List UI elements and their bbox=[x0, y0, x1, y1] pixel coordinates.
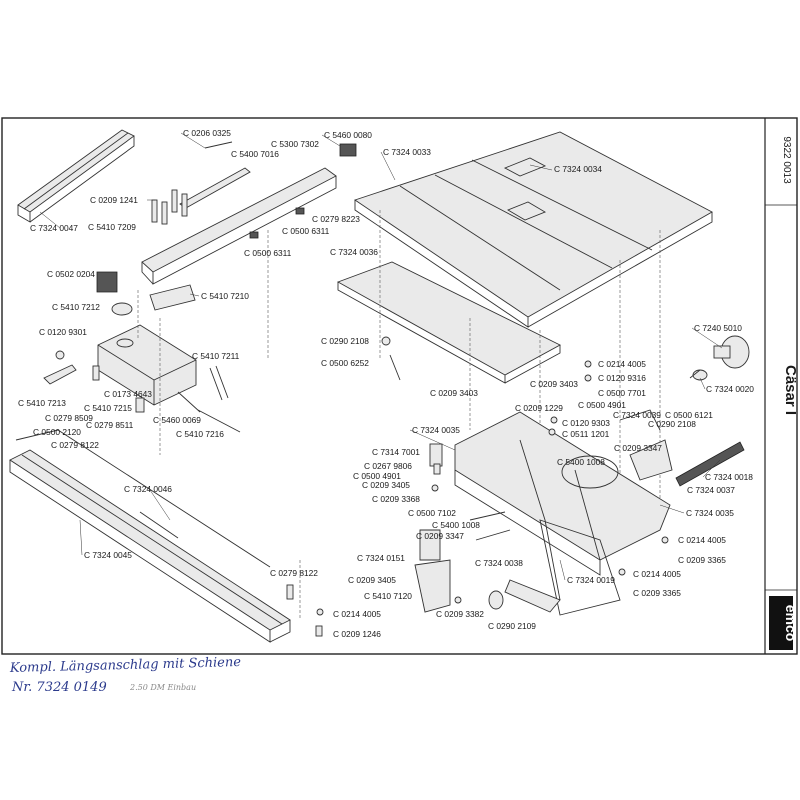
blade-carrier-assembly bbox=[414, 409, 673, 616]
brand-logo: emco bbox=[783, 605, 799, 642]
part-label: C 0500 6121 bbox=[665, 410, 713, 420]
part-label: C 5460 0069 bbox=[153, 415, 201, 425]
part-label: C 5410 7211 bbox=[192, 351, 240, 361]
part-label: C 0209 3382 bbox=[436, 609, 484, 619]
part-label: C 0209 3403 bbox=[530, 379, 578, 389]
part-label: C 7324 0045 bbox=[84, 550, 132, 560]
part-label: C 0206 0325 bbox=[183, 128, 231, 138]
part-label: C 0209 3405 bbox=[362, 480, 410, 490]
part-label: C 0120 9301 bbox=[39, 327, 87, 337]
part-label: C 0500 6252 bbox=[321, 358, 369, 368]
part-label: C 0209 3347 bbox=[416, 531, 464, 541]
part-label: C 7324 0035 bbox=[412, 425, 460, 435]
part-label: C 7240 5010 bbox=[694, 323, 742, 333]
part-label: C 0214 4005 bbox=[333, 609, 381, 619]
part-label: C 5400 1008 bbox=[557, 457, 605, 467]
part-label: C 0290 2108 bbox=[648, 419, 696, 429]
part-label: C 0214 4005 bbox=[633, 569, 681, 579]
part-label: C 7324 0036 bbox=[330, 247, 378, 257]
part-label: C 7324 0033 bbox=[383, 147, 431, 157]
part-label: C 0214 4005 bbox=[598, 359, 646, 369]
part-label: C 0502 0204 bbox=[47, 269, 95, 279]
part-label: C 5410 7215 bbox=[84, 403, 132, 413]
table-extension-plate bbox=[336, 261, 561, 384]
part-label: C 7324 0035 bbox=[686, 508, 734, 518]
guide-rail bbox=[9, 429, 291, 643]
part-label: C 0290 2109 bbox=[488, 621, 536, 631]
part-label: C 0209 3403 bbox=[430, 388, 478, 398]
part-label: C 7314 7001 bbox=[372, 447, 420, 457]
part-label: C 5410 7120 bbox=[364, 591, 412, 601]
part-label: C 0267 9806 bbox=[364, 461, 412, 471]
clamp-parts bbox=[96, 271, 196, 316]
part-label: C 5410 7216 bbox=[176, 429, 224, 439]
fence-bar bbox=[141, 143, 357, 285]
part-label: C 7324 0018 bbox=[705, 472, 753, 482]
part-label: C 0500 4901 bbox=[578, 400, 626, 410]
part-label: C 5410 7213 bbox=[18, 398, 66, 408]
part-label: C 0279 8122 bbox=[51, 440, 99, 450]
document-number: 9322 0013 bbox=[781, 136, 792, 184]
part-label: C 7324 0037 bbox=[687, 485, 735, 495]
part-label: C 7324 0046 bbox=[124, 484, 172, 494]
part-label: C 0500 7102 bbox=[408, 508, 456, 518]
part-label: C 0209 3405 bbox=[348, 575, 396, 585]
part-label: C 7324 0038 bbox=[475, 558, 523, 568]
clamp-head bbox=[43, 324, 241, 433]
model-name: Cäsar I bbox=[782, 365, 799, 415]
part-label: C 0290 2108 bbox=[321, 336, 369, 346]
part-label: C 0209 3365 bbox=[633, 588, 681, 598]
assembly-lines bbox=[137, 210, 661, 620]
part-label: C 0279 8122 bbox=[270, 568, 318, 578]
part-label: C 0500 6311 bbox=[282, 226, 330, 236]
part-label: C 0279 8223 bbox=[312, 214, 360, 224]
part-label: C 0500 2120 bbox=[33, 427, 81, 437]
small-fasteners bbox=[286, 336, 669, 637]
part-labels: C 0206 0325 C 5460 0080 C 5300 7302 C 54… bbox=[18, 128, 754, 639]
handwheel-knob bbox=[675, 335, 750, 487]
part-label: C 0120 9303 bbox=[562, 418, 610, 428]
part-label: C 0500 4901 bbox=[353, 471, 401, 481]
part-label: C 5400 7016 bbox=[231, 149, 279, 159]
part-label: C 0511 1201 bbox=[562, 429, 610, 439]
part-label: C 0500 7701 bbox=[598, 388, 646, 398]
part-label: C 5410 7212 bbox=[52, 302, 100, 312]
part-label: C 0279 8511 bbox=[86, 420, 134, 430]
part-label: C 0209 1241 bbox=[90, 195, 138, 205]
part-label: C 0209 3347 bbox=[614, 443, 662, 453]
part-label: C 0209 3368 bbox=[372, 494, 420, 504]
part-label: C 0209 3365 bbox=[678, 555, 726, 565]
part-label: C 7324 0039 bbox=[613, 410, 661, 420]
part-label: C 0120 9316 bbox=[598, 373, 646, 383]
part-label: C 7324 0151 bbox=[357, 553, 405, 563]
part-label: C 5400 1008 bbox=[432, 520, 480, 530]
part-label: C 0214 4005 bbox=[678, 535, 726, 545]
brand-logo-box bbox=[769, 596, 793, 650]
handwritten-note-number: Nr. 7324 0149 bbox=[11, 680, 107, 695]
part-label: C 5300 7302 bbox=[271, 139, 319, 149]
part-label: C 0500 6311 bbox=[244, 248, 292, 258]
part-label: C 7324 0034 bbox=[554, 164, 602, 174]
part-label: C 7324 0019 bbox=[567, 575, 615, 585]
part-label: C 5410 7209 bbox=[88, 222, 136, 232]
part-label: C 7324 0047 bbox=[30, 223, 78, 233]
part-label: C 0173 4643 bbox=[104, 389, 152, 399]
handwritten-note-price: 2.50 DM Einbau bbox=[129, 683, 196, 692]
part-label: C 0279 8509 bbox=[45, 413, 93, 423]
part-label: C 7324 0020 bbox=[706, 384, 754, 394]
part-label: C 5410 7210 bbox=[201, 291, 249, 301]
part-label: C 5460 0080 bbox=[324, 130, 372, 140]
saw-table-top bbox=[353, 131, 713, 328]
leader-lines bbox=[39, 132, 723, 581]
part-label: C 0209 1246 bbox=[333, 629, 381, 639]
drawing-frame bbox=[1, 117, 798, 655]
handwritten-note-title: Kompl. Längsanschlag mit Schiene bbox=[9, 655, 242, 676]
fence-rail-profile bbox=[17, 129, 135, 223]
part-label: C 0209 1229 bbox=[515, 403, 563, 413]
